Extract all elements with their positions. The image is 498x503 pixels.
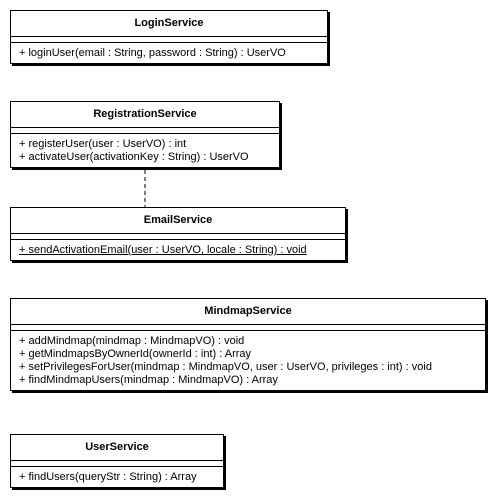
attributes-compartment [11,324,485,330]
operation: + setPrivilegesForUser(mindmap : Mindmap… [19,361,432,373]
login-service-class[interactable]: LoginService + loginUser(email : String,… [10,10,328,64]
operation: + registerUser(user : UserVO) : int [19,138,187,150]
operations-compartment: + registerUser(user : UserVO) : int + ac… [11,133,279,167]
operation: + addMindmap(mindmap : MindmapVO) : void [19,335,245,347]
email-service-class[interactable]: EmailService + sendActivationEmail(user … [10,207,346,261]
attributes-compartment [11,233,345,239]
class-name: LoginService [134,17,204,29]
user-service-class[interactable]: UserService + findUsers(queryStr : Strin… [10,434,224,488]
operations-compartment: + loginUser(email : String, password : S… [11,42,327,63]
class-name: EmailService [143,214,213,226]
static-operation: + sendActivationEmail(user : UserVO, loc… [19,244,307,256]
attributes-compartment [11,127,279,133]
operation: + findMindmapUsers(mindmap : MindmapVO) … [19,374,278,386]
operations-compartment: + sendActivationEmail(user : UserVO, loc… [11,239,345,260]
mindmap-service-class[interactable]: MindmapService + addMindmap(mindmap : Mi… [10,298,486,391]
attributes-compartment [11,36,327,42]
operations-compartment: + addMindmap(mindmap : MindmapVO) : void… [11,330,485,390]
registration-service-class[interactable]: RegistrationService + registerUser(user … [10,101,280,168]
operation: + activateUser(activationKey : String) :… [19,151,249,163]
class-name: RegistrationService [93,108,197,120]
class-name: UserService [85,441,149,453]
operation: + loginUser(email : String, password : S… [19,47,286,59]
operation: + getMindmapsByOwnerId(ownerId : int) : … [19,348,252,360]
operation: + findUsers(queryStr : String) : Array [19,471,197,483]
class-name: MindmapService [204,305,292,317]
attributes-compartment [11,460,223,466]
operations-compartment: + findUsers(queryStr : String) : Array [11,466,223,487]
